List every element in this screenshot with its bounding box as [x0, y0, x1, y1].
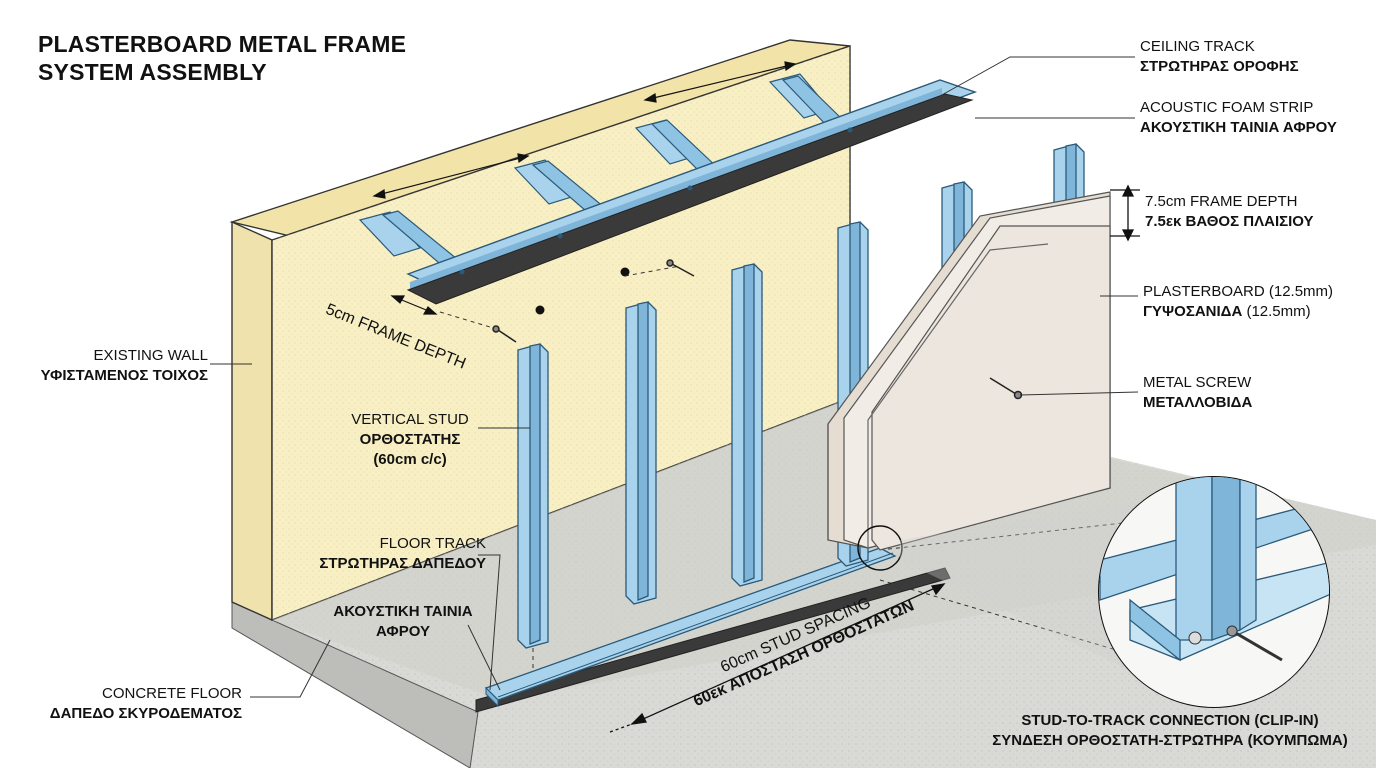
- stud-2: [625, 301, 657, 605]
- metal-screw-icon: [989, 377, 1023, 400]
- wall-anchor-hole: [535, 305, 545, 315]
- label-floor-track: FLOOR TRACK ΣΤΡΩΤΗΡΑΣ ΔΑΠΕΔΟΥ: [319, 535, 486, 572]
- plasterboard: [827, 191, 1111, 551]
- frame-depth-75-arrow: [1110, 184, 1140, 242]
- label-ceiling-track: CEILING TRACK ΣΤΡΩΤΗΡΑΣ ΟΡΟΦΗΣ: [1140, 38, 1299, 75]
- label-connection-detail: STUD-TO-TRACK CONNECTION (CLIP-IN) ΣΥΝΔΕ…: [992, 712, 1348, 749]
- spacing-arrows-top: [372, 61, 797, 199]
- title-line-2: SYSTEM ASSEMBLY: [38, 59, 267, 85]
- label-vertical-stud: VERTICAL STUD ΟΡΘΟΣΤΑΤΗΣ (60cm c/c): [351, 411, 469, 468]
- diagram-title: PLASTERBOARD METAL FRAME SYSTEM ASSEMBLY: [38, 30, 406, 86]
- label-acoustic-strip-floor: ΑΚΟΥΣΤΙΚΗ ΤΑΙΝΙΑ ΑΦΡΟΥ: [333, 603, 473, 640]
- floor-track: [475, 547, 951, 713]
- label-existing-wall: EXISTING WALL ΥΦΙΣΤΑΜΕΝΟΣ ΤΟΙΧΟΣ: [40, 347, 208, 384]
- label-plasterboard: PLASTERBOARD (12.5mm) ΓΥΨΟΣΑΝΙΔΑ (12.5mm…: [1143, 283, 1334, 320]
- label-concrete-floor: CONCRETE FLOOR ΔΑΠΕΔΟ ΣΚΥΡΟΔΕΜΑΤΟΣ: [49, 685, 242, 722]
- stud-1: [517, 343, 549, 649]
- connection-detail: [1098, 476, 1330, 708]
- label-acoustic-foam-strip: ACOUSTIC FOAM STRIP ΑΚΟΥΣΤΙΚΗ ΤΑΙΝΙΑ ΑΦΡ…: [1140, 99, 1337, 136]
- title-line-1: PLASTERBOARD METAL FRAME: [38, 31, 407, 57]
- wall-anchor-hole: [620, 267, 630, 277]
- leader-lines: [210, 56, 1139, 698]
- ceiling-track: [406, 79, 978, 305]
- stud-spacing-arrow: [609, 583, 946, 733]
- label-metal-screw: METAL SCREW ΜΕΤΑΛΛΟΒΙΔΑ: [1143, 374, 1253, 411]
- frame-depth-5-arrow: [390, 295, 438, 315]
- detail-callout-circle: [857, 525, 903, 571]
- label-frame-depth-75: 7.5cm FRAME DEPTH 7.5εκ ΒΑΘΟΣ ΠΛΑΙΣΙΟΥ: [1145, 193, 1314, 230]
- detail-projection: [900, 500, 1150, 680]
- screw-icon: [492, 259, 695, 343]
- stud-3: [731, 263, 763, 587]
